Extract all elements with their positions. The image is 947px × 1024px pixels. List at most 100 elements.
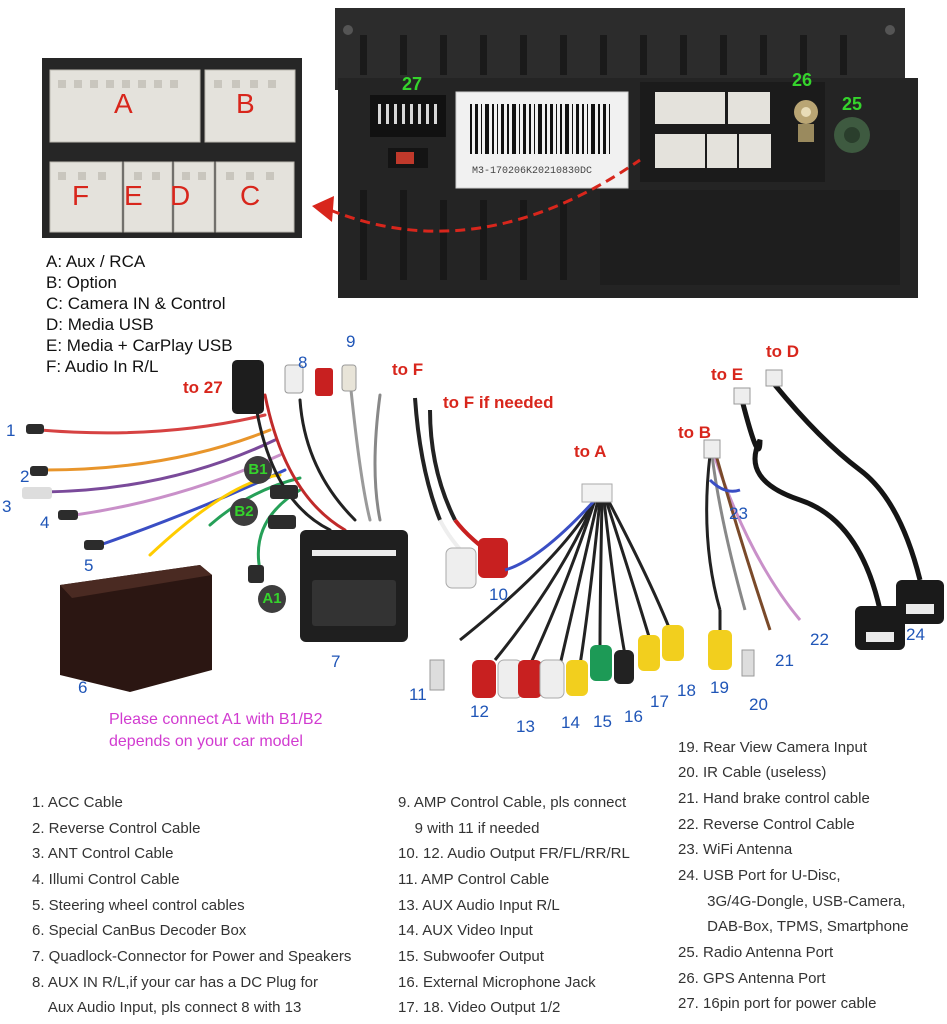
cable-num-7: 7: [331, 652, 341, 671]
port-27-label: 27: [402, 74, 423, 94]
f-rca-red: [478, 538, 508, 578]
dest-to-d: to D: [766, 342, 800, 361]
badge-b1: B1: [244, 456, 272, 484]
connector-letter-c: C: [240, 180, 261, 211]
unit-label-code: M3-170206K20210830DC: [472, 166, 593, 177]
description-item: 7. Quadlock-Connector for Power and Spea…: [32, 948, 352, 965]
legend-d: D: Media USB: [46, 315, 154, 334]
cable-num-13: 13: [516, 717, 535, 736]
rca-plugs: [429, 625, 684, 699]
quadlock-label: [312, 550, 396, 556]
cable-num-18: 18: [677, 681, 696, 700]
connector-letter-f: F: [72, 180, 90, 211]
amp-9-plug: [341, 364, 357, 392]
badge-a1: A1: [258, 585, 286, 613]
connector-inset-photo: [42, 58, 302, 238]
rca-fan-plug: [581, 483, 613, 503]
connector-letter-a: A: [114, 88, 133, 119]
description-item: 17. 18. Video Output 1/2: [398, 999, 561, 1016]
connector-27-plug: [232, 360, 264, 414]
camera-rca-19: [708, 630, 732, 670]
legend-f: F: Audio In R/L: [46, 357, 159, 376]
cable-num-5: 5: [84, 556, 94, 575]
description-item: 11. AMP Control Cable: [398, 871, 550, 888]
cable-num-1: 1: [6, 421, 16, 440]
description-item: 9 with 11 if needed: [398, 820, 540, 837]
badge-b2: B2: [230, 498, 258, 526]
description-item: 1. ACC Cable: [32, 794, 123, 811]
e-plug: [733, 387, 751, 405]
cable-num-19: 19: [710, 678, 729, 697]
d-plug: [765, 369, 783, 387]
description-item: 3. ANT Control Cable: [32, 845, 174, 862]
connector-letter-b: B: [236, 88, 255, 119]
description-item: DAB-Box, TPMS, Smartphone: [678, 918, 909, 935]
usb-port-24b: [896, 580, 944, 624]
cable-num-4: 4: [40, 513, 50, 532]
description-item: 22. Reverse Control Cable: [678, 816, 855, 833]
description-item: 25. Radio Antenna Port: [678, 944, 834, 961]
usb-cables: [739, 383, 923, 611]
connection-note-line1: Please connect A1 with B1/B2: [109, 711, 323, 728]
cable-num-6: 6: [78, 678, 88, 697]
port-26-label: 26: [792, 70, 813, 90]
connection-note-line2: depends on your car model: [109, 733, 303, 750]
legend-e: E: Media + CarPlay USB: [46, 336, 233, 355]
description-item: 27. 16pin port for power cable: [678, 995, 877, 1012]
dest-to-b: to B: [678, 423, 712, 442]
description-item: 16. External Microphone Jack: [398, 974, 596, 991]
cable-num-15: 15: [593, 712, 612, 731]
cable-num-17: 17: [650, 692, 669, 711]
cable-num-14: 14: [561, 713, 580, 732]
cable-num-20: 20: [749, 695, 768, 714]
f-cable: [413, 397, 502, 562]
cable-num-22: 22: [810, 630, 829, 649]
description-item: 26. GPS Antenna Port: [678, 970, 826, 987]
description-item: 15. Subwoofer Output: [398, 948, 544, 965]
description-item: Aux Audio Input, pls connect 8 with 13: [32, 999, 302, 1016]
ir-plug-20: [741, 649, 755, 677]
cable-num-21: 21: [775, 651, 794, 670]
dest-to-a: to A: [574, 442, 607, 461]
description-item: 19. Rear View Camera Input: [678, 739, 867, 756]
description-item: 20. IR Cable (useless): [678, 764, 827, 781]
description-item: 3G/4G-Dongle, USB-Camera,: [678, 893, 906, 910]
connector-letter-d: D: [170, 180, 191, 211]
head-unit-rear: [335, 8, 918, 298]
rca-8-red: [315, 368, 333, 396]
dest-to-f: to F: [392, 360, 424, 379]
b-plug: [703, 439, 721, 459]
description-item: 14. AUX Video Input: [398, 922, 533, 939]
dest-to-f-if-needed: to F if needed: [443, 393, 554, 412]
cable-num-8: 8: [298, 353, 308, 372]
description-item: 13. AUX Audio Input R/L: [398, 897, 560, 914]
dest-to-27: to 27: [183, 378, 223, 397]
port-25-label: 25: [842, 94, 863, 114]
cable-num-3: 3: [2, 497, 12, 516]
wire-terminals: [22, 424, 298, 583]
description-item: 24. USB Port for U-Disc,: [678, 867, 841, 884]
cable-num-23: 23: [729, 504, 748, 523]
description-item: 2. Reverse Control Cable: [32, 820, 201, 837]
description-item: 21. Hand brake control cable: [678, 790, 870, 807]
rca-fan-cable: [459, 498, 672, 666]
cable-num-2: 2: [20, 467, 30, 486]
description-item: 23. WiFi Antenna: [678, 841, 793, 858]
dest-to-e: to E: [711, 365, 744, 384]
description-item: 10. 12. Audio Output FR/FL/RR/RL: [398, 845, 630, 862]
rca-8-white: [284, 364, 304, 394]
description-item: 6. Special CanBus Decoder Box: [32, 922, 247, 939]
connector-letter-e: E: [124, 180, 143, 211]
cable-num-10: 10: [489, 585, 508, 604]
pointer-arrow: [312, 158, 641, 233]
canbus-box: [60, 565, 212, 692]
cable-num-12: 12: [470, 702, 489, 721]
f-rca-white: [445, 547, 477, 589]
description-item: 4. Illumi Control Cable: [32, 871, 180, 888]
cable-num-11: 11: [409, 685, 427, 704]
cable-num-9: 9: [346, 332, 356, 351]
cable-num-16: 16: [624, 707, 643, 726]
b-cable: [705, 454, 802, 660]
description-item: 5. Steering wheel control cables: [32, 897, 245, 914]
